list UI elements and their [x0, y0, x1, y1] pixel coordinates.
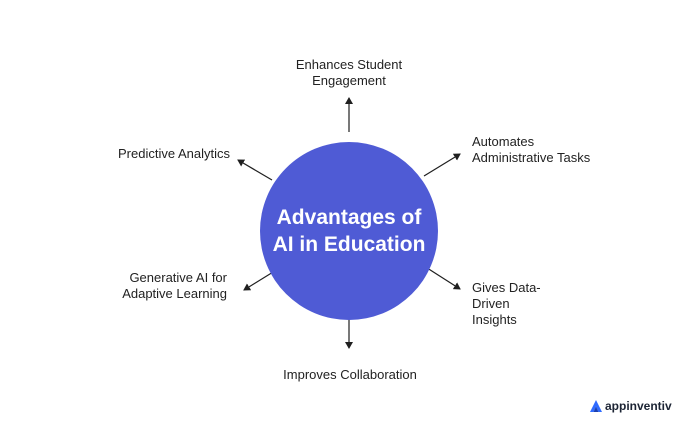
advantage-student-engagement: Enhances Student Engagement: [260, 57, 438, 89]
central-topic-line-1: Advantages of: [276, 206, 422, 229]
advantage-predictive-analytics: Predictive Analytics: [100, 146, 230, 162]
label-line: Gives Data-: [472, 280, 541, 295]
label-line: Driven: [472, 296, 510, 311]
advantage-improves-collaboration: Improves Collaboration: [230, 367, 470, 383]
label-line: Adaptive Learning: [122, 286, 227, 301]
advantage-generative-ai: Generative AI for Adaptive Learning: [95, 270, 227, 302]
advantage-data-driven-insights: Gives Data- Driven Insights: [472, 280, 592, 328]
arrow-upper-left: [237, 159, 273, 181]
label-line: Predictive Analytics: [118, 146, 230, 161]
brand-name: appinventiv: [605, 399, 672, 413]
arrow-upper-right: [423, 153, 461, 177]
appinventiv-logo-icon: [590, 400, 602, 412]
arrow-lower-right: [423, 265, 461, 290]
brand-logo: appinventiv: [589, 399, 672, 413]
advantage-automates-admin-tasks: Automates Administrative Tasks: [472, 134, 632, 166]
central-topic-line-2: AI in Education: [272, 233, 426, 256]
label-line: Enhances Student: [295, 57, 403, 72]
label-line: Generative AI for: [129, 270, 227, 285]
label-line: Improves Collaboration: [283, 367, 417, 382]
label-line: Administrative Tasks: [472, 150, 591, 165]
label-line: Automates: [472, 134, 535, 149]
central-topic-circle: Advantages of AI in Education: [260, 142, 438, 320]
label-line: Engagement: [312, 73, 386, 88]
label-line: Insights: [472, 312, 517, 327]
